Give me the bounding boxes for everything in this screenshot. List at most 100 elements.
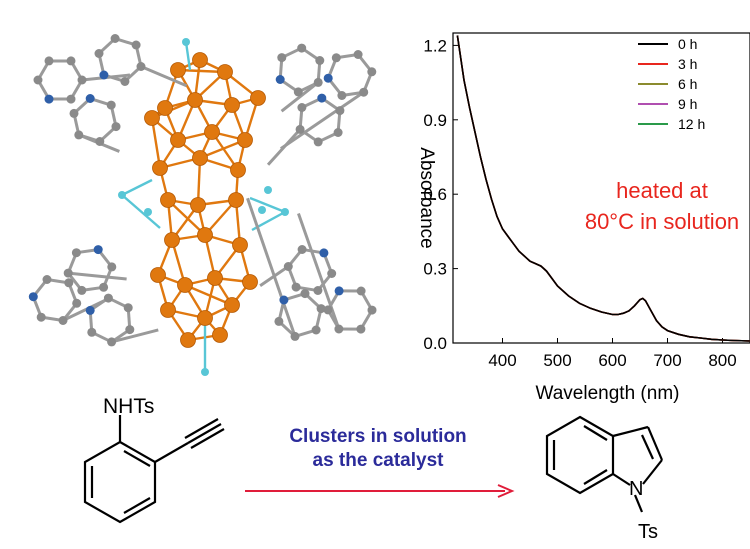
- product-n-label: N: [629, 478, 643, 500]
- y-tick-label: 0.0: [423, 334, 447, 353]
- carbon-atom: [63, 268, 73, 278]
- crystal-structure-image: [28, 34, 377, 376]
- halide-atom: [258, 206, 266, 214]
- carbon-atom: [297, 103, 307, 112]
- carbon-atom: [335, 106, 345, 116]
- metal-atom: [180, 332, 196, 348]
- carbon-atom: [136, 62, 146, 71]
- metal-atom: [187, 92, 203, 108]
- ligand-bond: [259, 265, 290, 288]
- nitrogen-atom: [99, 70, 109, 80]
- carbon-atom: [94, 49, 104, 58]
- nitrogen-atom: [279, 295, 289, 305]
- carbon-atom: [323, 305, 333, 315]
- carbon-atom: [69, 108, 79, 118]
- annotation-line1: heated at: [616, 178, 708, 203]
- carbon-atom: [283, 262, 293, 271]
- metal-atom: [207, 270, 223, 286]
- metal-atom: [192, 150, 208, 166]
- product-molecule: [545, 415, 664, 513]
- x-tick-label: 800: [708, 351, 736, 370]
- carbon-atom: [333, 128, 343, 137]
- ligand-bond: [266, 128, 302, 166]
- carbon-atom: [64, 278, 74, 288]
- legend-label: 6 h: [678, 76, 697, 92]
- carbon-atom: [316, 304, 326, 314]
- halide-atom: [201, 368, 209, 376]
- nitrogen-atom: [93, 245, 103, 255]
- nitrogen-atom: [334, 286, 344, 296]
- carbon-atom: [353, 50, 363, 59]
- carbon-atom: [331, 53, 341, 63]
- metal-bond: [184, 283, 233, 307]
- halide-atom: [264, 186, 272, 194]
- y-axis-label: Absorbance: [416, 147, 437, 248]
- nitrogen-atom: [44, 94, 54, 104]
- x-tick-label: 500: [543, 351, 571, 370]
- carbon-atom: [300, 289, 310, 299]
- carbon-atom: [71, 248, 81, 258]
- series-line: [456, 35, 750, 342]
- metal-atom: [212, 327, 228, 343]
- carbon-atom: [77, 75, 87, 85]
- nitrogen-atom: [85, 94, 95, 103]
- carbon-atom: [66, 94, 76, 104]
- reactant-ring: [83, 440, 157, 524]
- carbon-atom: [99, 282, 109, 292]
- metal-atom: [177, 277, 193, 293]
- metal-atom: [232, 237, 248, 253]
- legend-label: 0 h: [678, 36, 697, 52]
- carbon-atom: [107, 337, 117, 347]
- reactant-label: NHTs: [103, 395, 154, 418]
- metal-bond: [167, 199, 206, 236]
- legend-label: 9 h: [678, 96, 697, 112]
- metal-atom: [152, 160, 168, 176]
- carbon-atom: [334, 324, 344, 334]
- metal-atom: [192, 52, 208, 68]
- carbon-atom: [277, 53, 287, 63]
- carbon-atom: [87, 327, 97, 337]
- metal-atom: [242, 274, 258, 290]
- carbon-atom: [367, 305, 377, 315]
- metal-atom: [197, 310, 213, 326]
- carbon-atom: [290, 331, 300, 341]
- metal-atom: [170, 132, 186, 148]
- metal-atom: [190, 197, 206, 213]
- reaction-scheme: NHTs Clusters in solution as the catalys…: [83, 395, 664, 543]
- nitrogen-atom: [85, 305, 95, 315]
- metal-atom: [157, 100, 173, 116]
- y-tick-label: 1.2: [423, 36, 447, 55]
- carbon-atom: [359, 87, 369, 97]
- x-tick-label: 400: [488, 351, 516, 370]
- x-axis-label: Wavelength (nm): [536, 383, 680, 404]
- nitrogen-atom: [28, 292, 38, 302]
- reaction-arrow-head: [497, 484, 515, 498]
- ligand-bond: [140, 65, 188, 88]
- metal-atom: [160, 192, 176, 208]
- nitrogen-atom: [275, 75, 285, 84]
- carbon-atom: [103, 293, 113, 303]
- legend-label: 3 h: [678, 56, 697, 72]
- carbon-atom: [327, 269, 337, 278]
- carbon-atom: [44, 56, 54, 66]
- metal-atom: [144, 110, 160, 126]
- carbon-atom: [313, 286, 323, 295]
- legend-label: 12 h: [678, 116, 705, 132]
- product-ts-label: Ts: [638, 521, 658, 543]
- y-tick-label: 0.9: [423, 111, 447, 130]
- ligand-bond: [280, 81, 320, 113]
- carbon-atom: [356, 286, 366, 296]
- halide-bond: [121, 194, 161, 229]
- carbon-atom: [313, 77, 323, 87]
- metal-atom: [250, 90, 266, 106]
- halide-atom: [144, 208, 152, 216]
- halide-atom: [281, 208, 289, 216]
- carbon-atom: [356, 324, 366, 334]
- atom-group: [28, 34, 377, 376]
- reactant-molecule: [83, 415, 225, 524]
- x-tick-label: 700: [653, 351, 681, 370]
- arrow-text-line1: Clusters in solution: [289, 426, 466, 447]
- metal-bond: [199, 138, 246, 160]
- carbon-atom: [74, 130, 84, 140]
